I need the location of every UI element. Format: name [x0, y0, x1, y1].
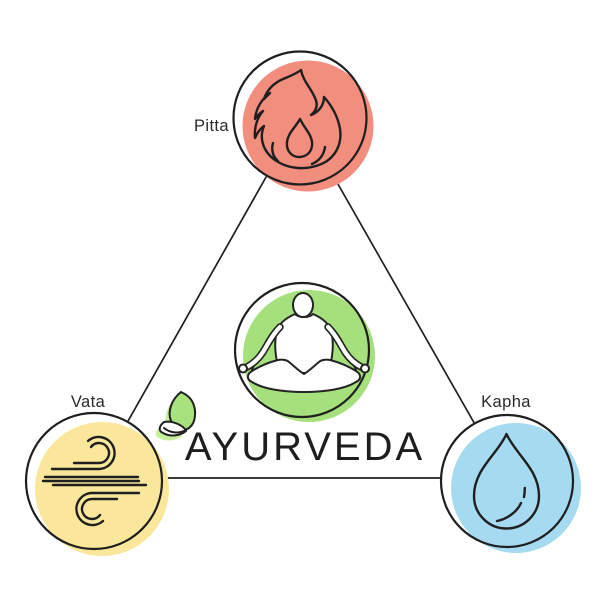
fire-outer-flame [253, 68, 342, 170]
leaf-large [168, 390, 197, 431]
wind-curl-inner [72, 441, 111, 465]
water-drop-icon [472, 432, 541, 530]
dosha-kapha: Kapha [439, 393, 581, 553]
figure-right-hand [360, 363, 370, 374]
fire-detail-right [310, 145, 327, 166]
fire-detail-left [271, 141, 280, 163]
drop-highlight-tick [522, 486, 526, 499]
figure-left-arm [242, 324, 283, 371]
figure-head [292, 292, 314, 318]
kapha-outline-circle [439, 413, 575, 549]
pitta-outline-circle [232, 50, 368, 186]
vata-fill-circle [35, 422, 169, 556]
triangle-connectors [126, 174, 476, 479]
pitta-label: Pitta [194, 117, 229, 135]
figure-legs [246, 358, 362, 393]
figure-right-arm [325, 324, 366, 371]
wind-curl-outer-2 [75, 491, 141, 527]
lotus-pose-icon [238, 292, 370, 393]
wind-curl-inner-2 [80, 497, 119, 521]
center-outline-circle [233, 281, 371, 419]
wind-bottom-curl [51, 483, 148, 527]
center-meditation [233, 281, 375, 422]
wind-top-curl [43, 435, 140, 479]
wind-icon [41, 435, 148, 527]
wind-curl-outer [50, 435, 116, 471]
fire-inner-flame [285, 117, 314, 159]
vata-outline-circle [24, 411, 164, 551]
page-title: AYURVEDA [185, 425, 425, 469]
connector-pitta-vata [126, 174, 269, 423]
figure-left-hand [238, 363, 248, 374]
connector-pitta-kapha [331, 174, 476, 424]
leaf-stem [163, 427, 187, 434]
dosha-vata: Vata [24, 393, 169, 556]
fire-icon [253, 68, 342, 170]
drop-outline [472, 432, 541, 530]
dosha-pitta: Pitta [194, 50, 374, 192]
kapha-label: Kapha [481, 393, 531, 411]
leaf-decoration [155, 390, 197, 441]
vata-label: Vata [71, 393, 106, 411]
drop-highlight-arc [495, 501, 523, 523]
